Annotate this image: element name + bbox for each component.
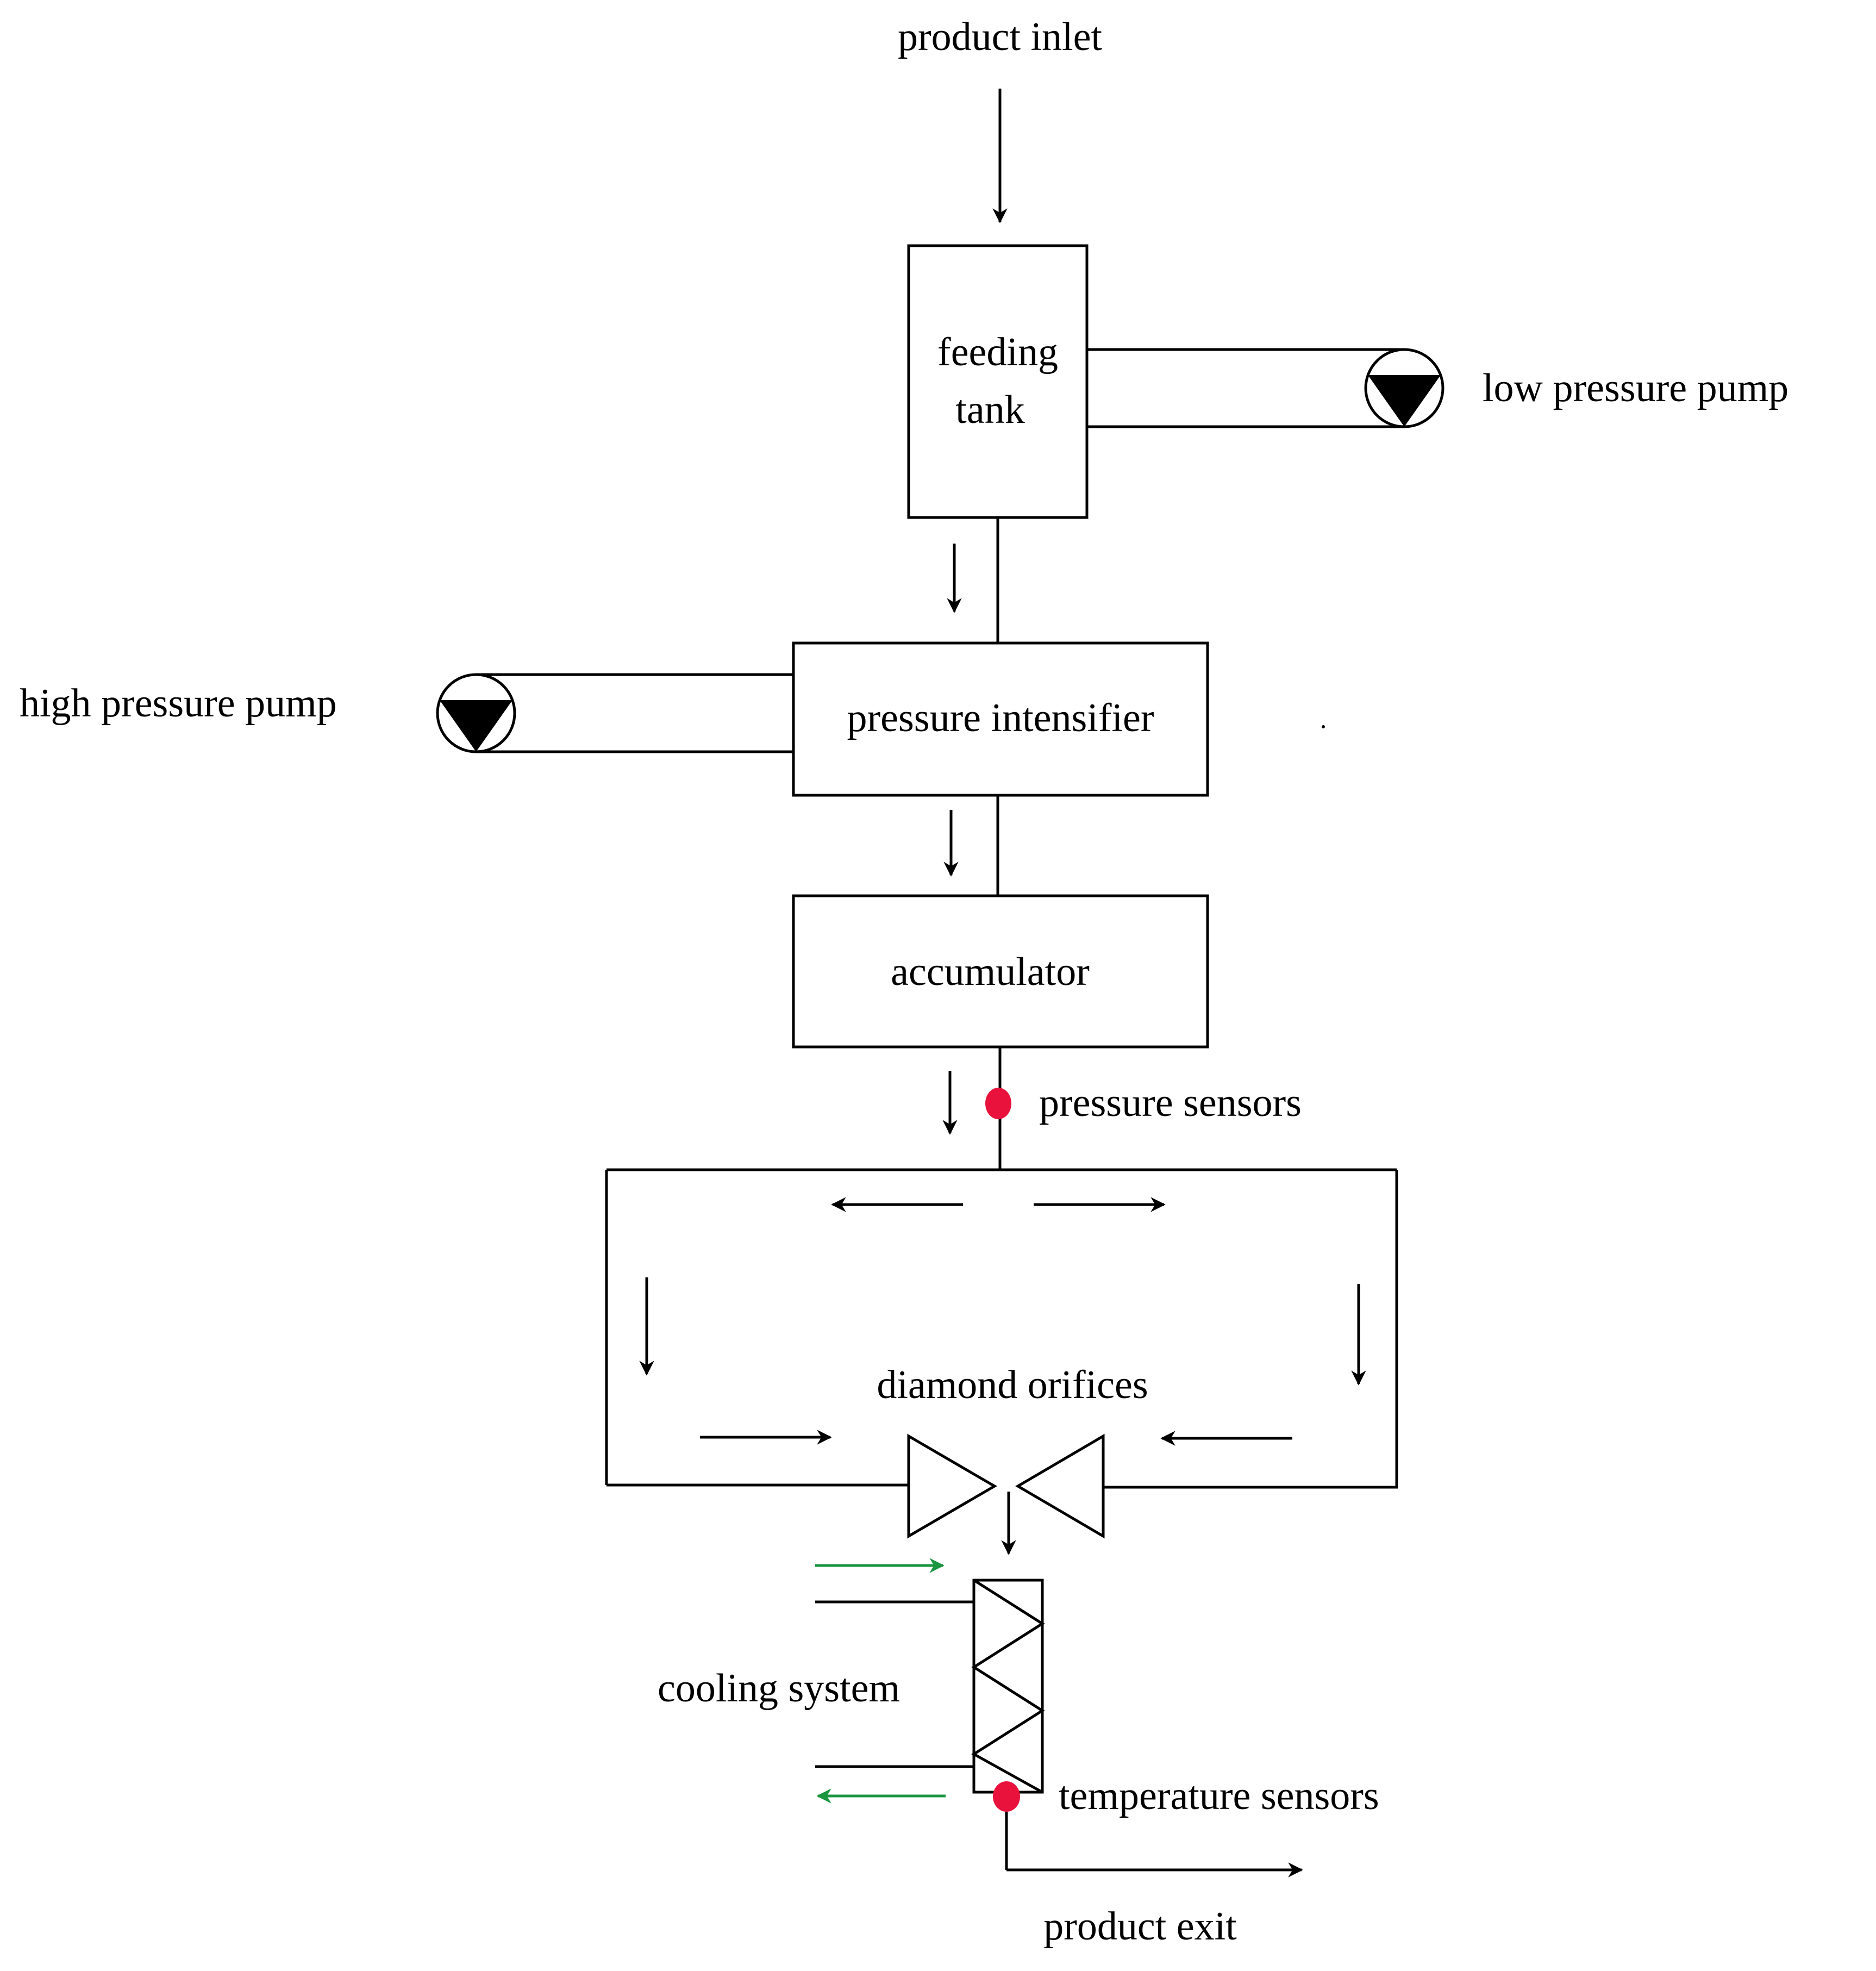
product-inlet-label: product inlet bbox=[898, 15, 1103, 59]
temperature-sensor-icon bbox=[993, 1781, 1020, 1812]
pressure-sensor-icon bbox=[985, 1088, 1011, 1119]
high-pressure-pump-label: high pressure pump bbox=[20, 681, 337, 726]
cooling-system-label: cooling system bbox=[658, 1666, 900, 1711]
high-pressure-pump-icon bbox=[436, 673, 516, 753]
feeding-tank-label-line2: tank bbox=[955, 388, 1024, 432]
accumulator-label: accumulator bbox=[891, 950, 1090, 994]
stray-dot bbox=[1322, 725, 1325, 728]
pressure-intensifier-label: pressure intensifier bbox=[847, 696, 1154, 740]
diamond-orifices-label: diamond orifices bbox=[877, 1363, 1148, 1407]
temperature-sensors-label: temperature sensors bbox=[1059, 1774, 1379, 1818]
product-exit-label: product exit bbox=[1043, 1904, 1237, 1949]
low-pressure-pump-icon bbox=[1364, 348, 1444, 428]
feeding-tank bbox=[907, 244, 1089, 519]
feeding-tank-label-line1: feeding bbox=[937, 330, 1058, 375]
heat-exchanger-icon bbox=[971, 1579, 1045, 1794]
pressure-sensors-label: pressure sensors bbox=[1039, 1081, 1302, 1125]
pressure-intensifier bbox=[792, 641, 1209, 797]
accumulator bbox=[792, 894, 1209, 1049]
low-pressure-pump-label: low pressure pump bbox=[1483, 366, 1789, 410]
orifice-valve-icon bbox=[907, 1433, 1105, 1539]
